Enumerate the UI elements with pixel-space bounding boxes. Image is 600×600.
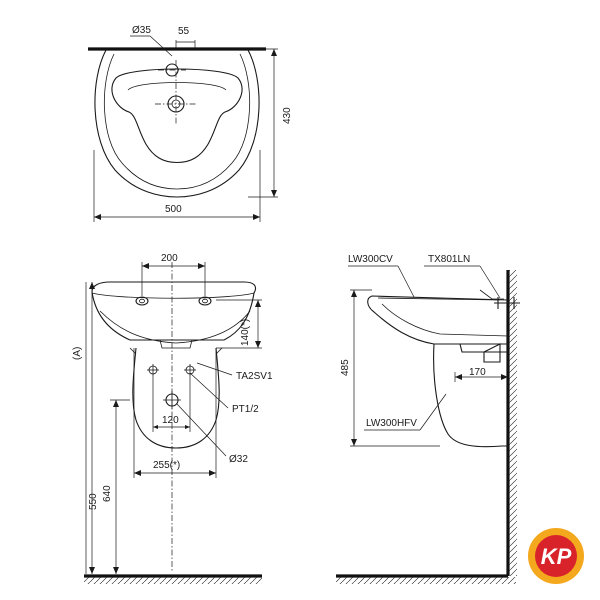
pedestal-side	[433, 343, 508, 448]
label-hole-dia: Ø35	[132, 25, 151, 36]
wall-bracket	[483, 343, 501, 363]
right-tap-fitting	[198, 296, 212, 306]
left-tap-fitting	[135, 296, 149, 306]
basin-outline-top	[94, 49, 260, 198]
label-depth: 430	[282, 107, 293, 124]
bowl-outline	[111, 68, 243, 164]
label-drain-dia: Ø32	[229, 454, 248, 465]
logo-text: KP	[541, 544, 572, 569]
label-170: 170	[469, 367, 486, 378]
front-view: 200 120 255(*)	[72, 253, 273, 584]
label-485: 485	[340, 359, 351, 376]
label-550: 550	[88, 493, 99, 510]
label-trap: PT1/2	[232, 404, 259, 415]
label-140: 140(*)	[240, 319, 251, 346]
label-width: 500	[165, 204, 182, 215]
label-valve: TA2SV1	[236, 371, 273, 382]
kp-logo: KP	[528, 528, 584, 584]
valve-right	[184, 364, 196, 376]
label-hole-offset: 55	[178, 26, 190, 37]
basin-rim-inner	[103, 53, 251, 190]
top-view: Ø35 55 430 500	[88, 25, 293, 222]
basin-side	[367, 295, 509, 345]
label-tap-spacing: 200	[161, 253, 178, 264]
pedestal-front	[132, 347, 220, 449]
basin-front	[91, 281, 257, 341]
tap-fitting-side	[479, 289, 520, 309]
valve-left	[147, 364, 159, 376]
label-255: 255(*)	[153, 460, 180, 471]
label-height-a: (A)	[72, 347, 83, 360]
label-120: 120	[162, 415, 179, 426]
label-fitting-model: TX801LN	[428, 254, 470, 265]
label-basin-model: LW300CV	[348, 254, 393, 265]
label-pedestal-model: LW300HFV	[366, 418, 417, 429]
side-view: 170 485 LW300CV TX801LN LW300HFV	[336, 254, 520, 584]
label-640: 640	[102, 485, 113, 502]
